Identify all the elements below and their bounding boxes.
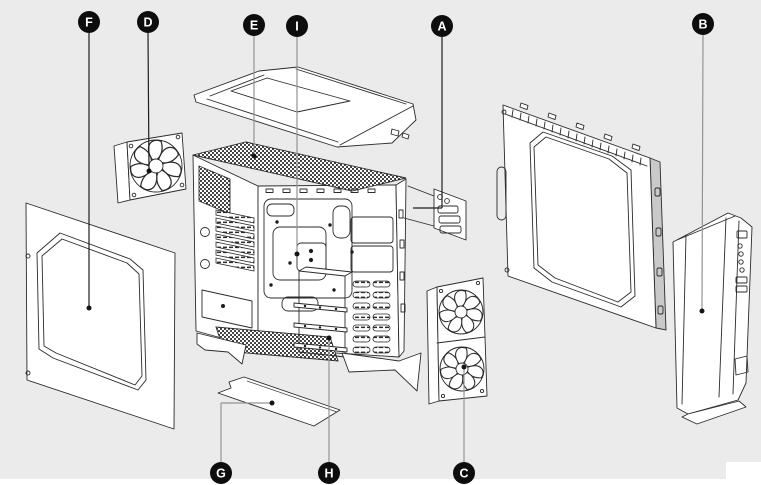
dust-filter bbox=[217, 376, 341, 427]
leader-line bbox=[147, 32, 150, 172]
callout-letter: G bbox=[216, 466, 226, 480]
audio-jack bbox=[444, 198, 450, 204]
front-bezel bbox=[672, 212, 753, 425]
callout-letter: B bbox=[698, 17, 707, 31]
callout-marker-g bbox=[210, 462, 232, 484]
callout-marker-b bbox=[692, 13, 714, 35]
cable-grommet bbox=[332, 205, 351, 239]
drive-bays bbox=[350, 216, 394, 354]
cable-grommet bbox=[281, 296, 319, 312]
usb-port bbox=[735, 285, 748, 293]
bezel-io-panel bbox=[735, 230, 748, 293]
front-fan-bracket bbox=[426, 277, 488, 405]
right-side-panel bbox=[496, 102, 667, 331]
leader-dot bbox=[326, 335, 332, 341]
optical-bay bbox=[350, 245, 394, 273]
cable-grommet bbox=[266, 203, 295, 217]
callout-marker-f bbox=[78, 11, 100, 33]
panel-clip bbox=[575, 122, 585, 131]
panel-vent-teeth bbox=[511, 109, 642, 166]
leader-dot bbox=[86, 305, 92, 311]
panel-window bbox=[529, 131, 636, 308]
callout-marker-d bbox=[137, 11, 159, 33]
usb-port bbox=[437, 205, 459, 214]
callout-letter: E bbox=[250, 18, 258, 32]
usb-port bbox=[735, 276, 748, 284]
watercooling-hole bbox=[200, 227, 210, 237]
callout-letter: F bbox=[85, 15, 93, 29]
leader-dot bbox=[294, 251, 300, 257]
callout-marker-c bbox=[453, 462, 475, 484]
callout-D: D bbox=[137, 11, 159, 174]
case-foot bbox=[196, 332, 247, 365]
callout-letter: C bbox=[459, 466, 468, 480]
panel-pin bbox=[25, 253, 31, 259]
top-rail-slots bbox=[265, 188, 376, 193]
callout-B: B bbox=[692, 13, 714, 314]
power-button bbox=[736, 230, 748, 239]
leader-dot bbox=[251, 153, 257, 159]
expansion-slots bbox=[215, 209, 255, 272]
callout-E: E bbox=[243, 14, 265, 159]
watercooling-hole bbox=[200, 259, 210, 269]
callout-F: F bbox=[78, 11, 100, 311]
panel-handle bbox=[496, 166, 507, 221]
callout-marker-h bbox=[318, 462, 340, 484]
callout-letter: A bbox=[437, 19, 446, 33]
panel-clip bbox=[631, 143, 641, 152]
callout-letter: D bbox=[143, 15, 152, 29]
panel-clip bbox=[603, 133, 613, 142]
bezel-badge bbox=[734, 355, 749, 376]
callout-C: C bbox=[453, 364, 475, 484]
callout-marker-e bbox=[243, 14, 265, 36]
lid-clip bbox=[390, 128, 400, 137]
callout-H: H bbox=[318, 335, 340, 484]
psu-opening bbox=[201, 289, 253, 329]
left-side-panel bbox=[25, 202, 176, 430]
callout-G: G bbox=[210, 400, 275, 484]
lid-clip bbox=[401, 132, 410, 140]
callout-letter: I bbox=[295, 19, 298, 33]
callout-A: A bbox=[413, 15, 453, 209]
panel-clip bbox=[519, 102, 529, 111]
leader-dot bbox=[699, 308, 705, 314]
power-button bbox=[439, 225, 462, 234]
callout-layer: F D E I A B G H C bbox=[78, 11, 714, 484]
fan-hub bbox=[454, 305, 468, 319]
leader-line bbox=[701, 34, 704, 312]
front-band bbox=[395, 178, 407, 358]
callout-I: I bbox=[286, 15, 308, 257]
page-bottom-strip bbox=[0, 479, 761, 485]
top-panel-lid bbox=[193, 66, 417, 148]
case-foot bbox=[341, 352, 422, 392]
usb-port bbox=[438, 215, 461, 224]
panel-pin bbox=[25, 370, 31, 376]
callout-letter: H bbox=[324, 466, 333, 480]
leader-dot bbox=[269, 400, 275, 406]
leader-dot bbox=[461, 364, 467, 370]
top-mesh bbox=[192, 141, 407, 192]
rear-fan bbox=[113, 132, 187, 204]
bezel-foot bbox=[681, 400, 747, 425]
leader-dot bbox=[146, 168, 152, 174]
fan-hub bbox=[455, 362, 469, 376]
motherboard-tray bbox=[263, 198, 353, 299]
panel-clip bbox=[547, 112, 557, 121]
callout-marker-i bbox=[286, 15, 308, 37]
callout-marker-a bbox=[431, 15, 453, 37]
optical-bay bbox=[350, 216, 394, 244]
